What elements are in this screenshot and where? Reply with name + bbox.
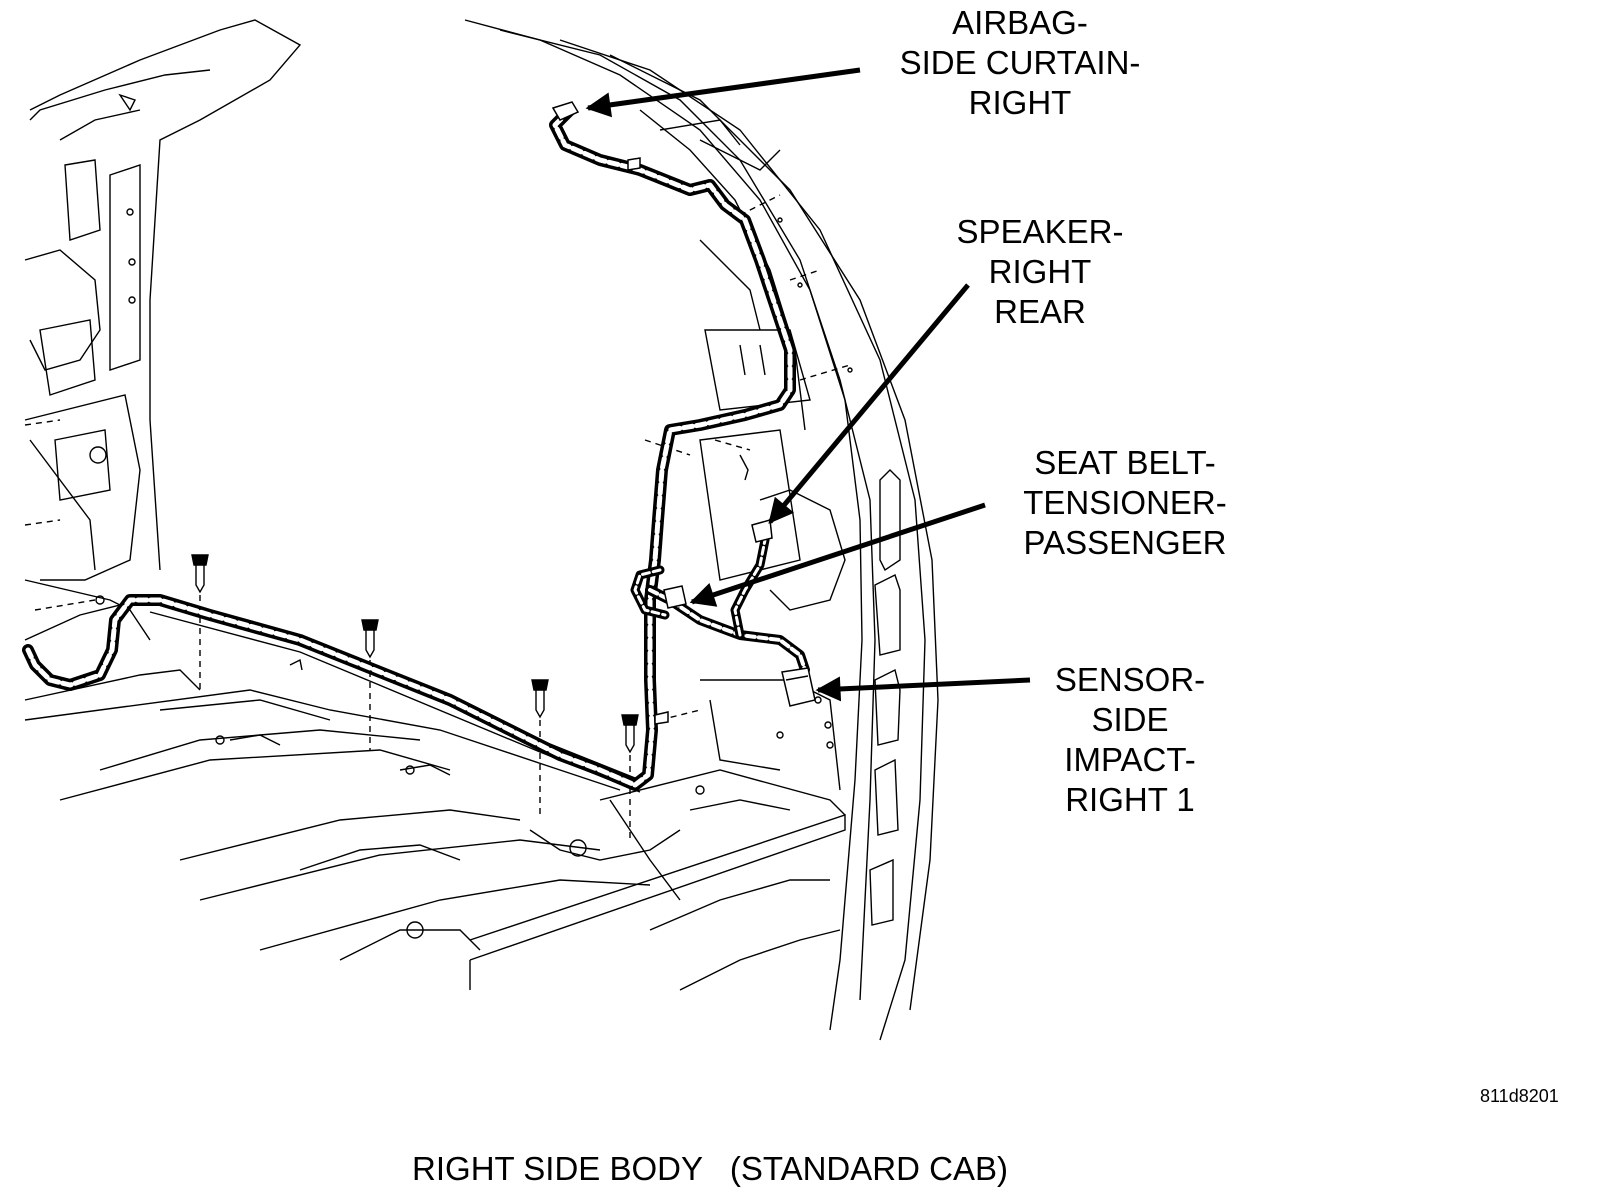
left-body-panel	[24, 19, 302, 701]
push-pin-2	[361, 619, 379, 750]
label-line: AIRBAG-	[952, 4, 1088, 41]
fastener-drop-line	[24, 519, 61, 526]
speaker-right-rear-label: SPEAKER- RIGHT REAR	[930, 212, 1150, 332]
label-line: RIGHT	[968, 84, 1072, 121]
label-line: PASSENGER	[1023, 524, 1227, 561]
clip	[654, 711, 669, 725]
label-line: TENSIONER-	[1023, 484, 1227, 521]
fastener-drop-line	[789, 269, 821, 281]
figure-caption: RIGHT SIDE BODY (STANDARD CAB)	[412, 1150, 1008, 1187]
push-pin-1	[191, 554, 209, 690]
label-line: IMPACT-	[1064, 741, 1196, 778]
label-line: RIGHT 1	[1065, 781, 1195, 818]
airbag-arrow	[585, 67, 861, 118]
harness-connectors	[551, 101, 816, 725]
push-pin-4	[621, 714, 639, 840]
airbag-side-curtain-label: AIRBAG- SIDE CURTAIN- RIGHT	[875, 3, 1165, 123]
speaker-connector	[751, 519, 773, 543]
figure-id: 811d8201	[1480, 1086, 1559, 1106]
b-pillar-structure	[464, 19, 939, 1041]
sensor-connector	[781, 667, 816, 707]
label-line: SIDE CURTAIN-	[899, 44, 1141, 81]
clip	[627, 157, 641, 171]
sensor-arrow	[815, 676, 1031, 702]
callout-arrows	[585, 67, 1031, 702]
label-line: SEAT BELT-	[1034, 444, 1216, 481]
seatbelt-arrow	[689, 502, 986, 607]
label-line: RIGHT	[988, 253, 1092, 290]
label-line: SENSOR-	[1054, 661, 1206, 698]
wiring-harness	[22, 104, 810, 791]
floor-pan	[24, 689, 846, 991]
seat-belt-tensioner-label: SEAT BELT- TENSIONER- PASSENGER	[1005, 443, 1245, 563]
seatbelt-connector	[663, 585, 687, 609]
fastener-drop-line	[659, 709, 701, 721]
fastener-drop-line	[24, 419, 61, 426]
side-impact-sensor-label: SENSOR- SIDE IMPACT- RIGHT 1	[1030, 660, 1230, 820]
airbag-connector	[551, 101, 580, 121]
push-pin-3	[531, 679, 549, 815]
fastener-drop-line	[34, 599, 96, 611]
label-line: REAR	[994, 293, 1086, 330]
fastener-drop-line	[739, 194, 781, 216]
fastener-drop-line	[799, 364, 851, 381]
label-line: SIDE	[1091, 701, 1169, 738]
fastener-drop-line	[714, 439, 751, 451]
speaker-arrow	[768, 283, 970, 524]
push-pin-fasteners	[24, 194, 851, 840]
label-line: SPEAKER-	[956, 213, 1124, 250]
